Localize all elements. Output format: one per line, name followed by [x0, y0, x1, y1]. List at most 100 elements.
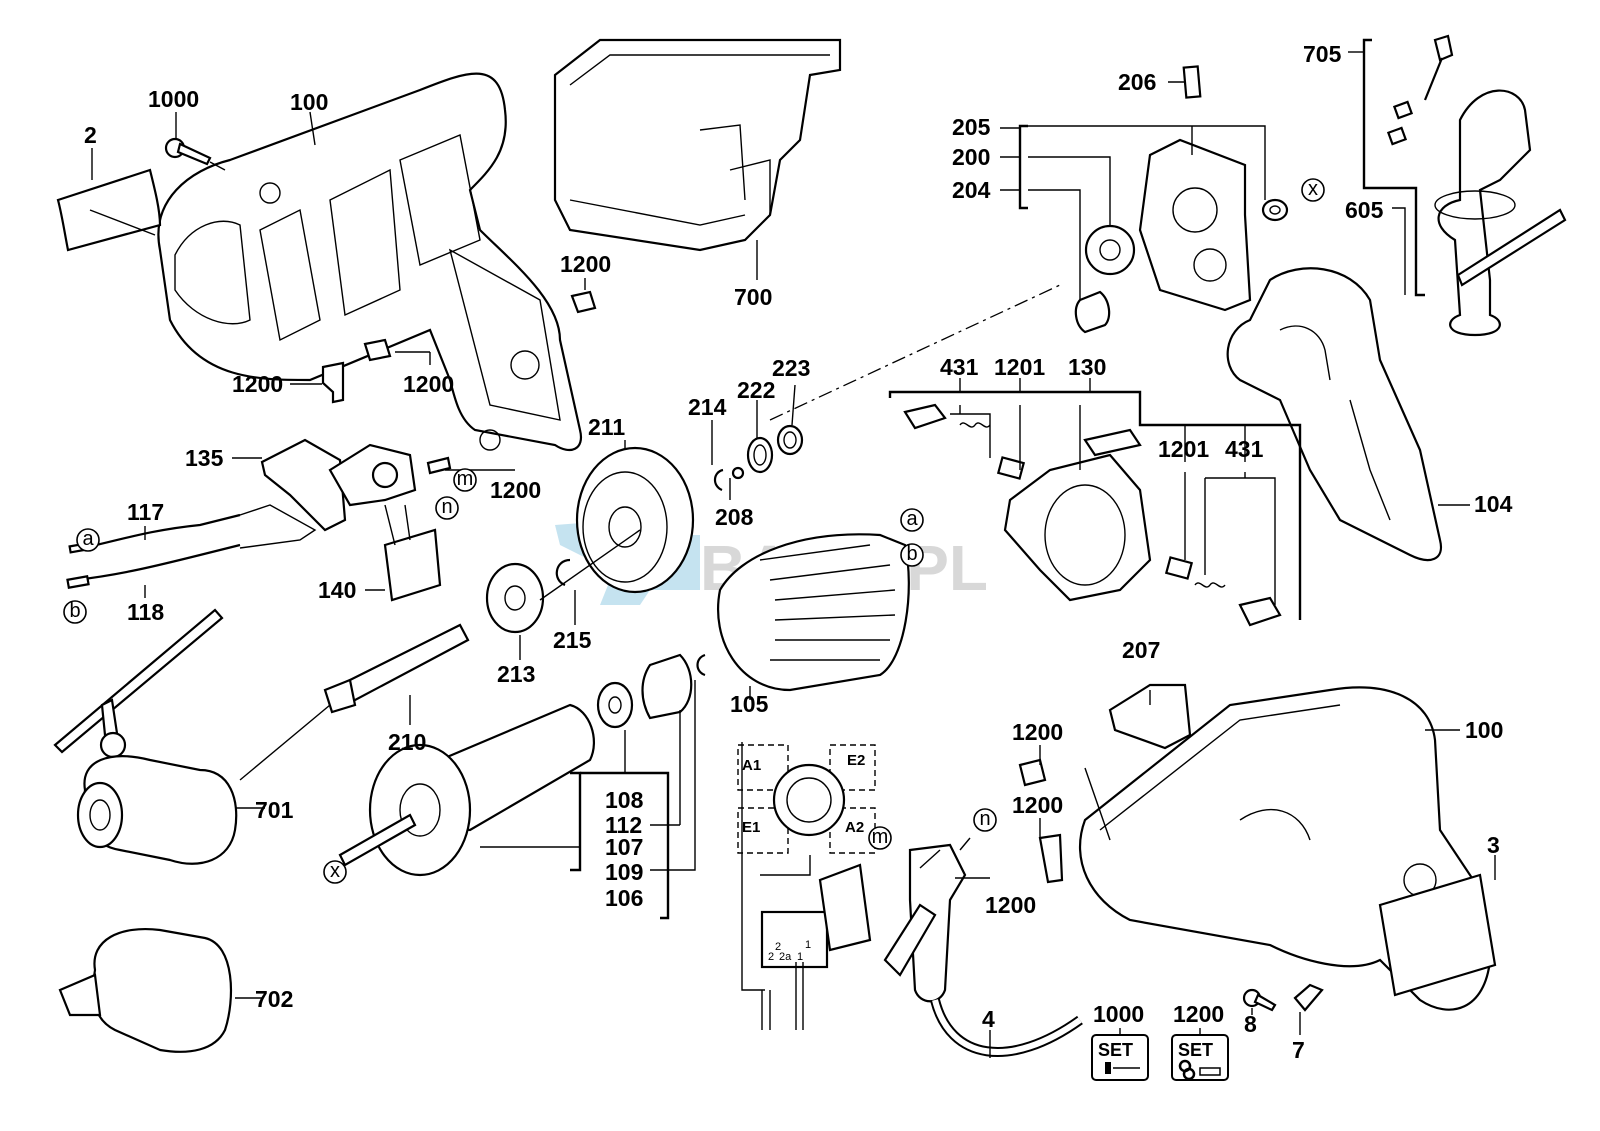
- label-part-702: 702: [255, 986, 293, 1012]
- marker-b-left: b: [63, 600, 87, 624]
- housing-half-top[interactable]: [157, 72, 583, 452]
- carbon-brush-1201-right[interactable]: [1164, 556, 1194, 580]
- svg-text:m: m: [872, 826, 889, 848]
- auxiliary-handle[interactable]: [1386, 34, 1532, 337]
- switch-cover-207[interactable]: [1108, 683, 1192, 750]
- terminal-2a: 2a: [779, 951, 792, 963]
- set-box-1200[interactable]: SET: [1171, 1034, 1229, 1081]
- label-part-211: 211: [588, 414, 625, 440]
- label-part-213: 213: [497, 661, 535, 687]
- pin-1200-right[interactable]: [570, 290, 597, 314]
- handle-half-104[interactable]: [1226, 267, 1443, 562]
- marker-x-top: x: [1301, 178, 1325, 202]
- power-cord-4[interactable]: [930, 998, 1083, 1057]
- label-part-210: 210: [388, 729, 426, 755]
- strain-relief[interactable]: [883, 843, 967, 1003]
- label-part-1201-a: 1201: [994, 354, 1045, 380]
- wiring-label-A2: A2: [845, 819, 864, 836]
- gear-housing-200[interactable]: [1138, 138, 1252, 312]
- screw-1200-switch[interactable]: [426, 456, 452, 475]
- capacitor-140[interactable]: [383, 504, 442, 602]
- spring-1201-right[interactable]: [1194, 582, 1226, 588]
- marker-a-left: a: [76, 528, 100, 552]
- brush-cap-431-right[interactable]: [1238, 596, 1282, 627]
- brush-holder-130[interactable]: [1003, 428, 1152, 602]
- field-stator-105[interactable]: [717, 533, 910, 692]
- label-part-112: 112: [605, 812, 642, 838]
- armature-107[interactable]: [338, 703, 595, 877]
- label-part-108: 108: [605, 787, 644, 813]
- needle-bearing[interactable]: [1074, 290, 1111, 334]
- washer-223[interactable]: [776, 424, 804, 456]
- keyed-chuck-701[interactable]: [76, 755, 238, 865]
- label-part-117: 117: [127, 499, 164, 525]
- clip-1200[interactable]: [321, 361, 345, 404]
- label-part-140: 140: [318, 577, 356, 603]
- switch-135[interactable]: [260, 438, 417, 532]
- brush-cap-431-left[interactable]: [903, 403, 947, 430]
- nameplate-3[interactable]: [1378, 873, 1497, 997]
- set-box-1200-text: SET: [1178, 1040, 1213, 1060]
- bearing-108[interactable]: [596, 681, 634, 729]
- svg-text:a: a: [906, 508, 918, 530]
- depth-stop-rod[interactable]: [1456, 208, 1567, 287]
- chuck-key[interactable]: [53, 608, 224, 759]
- label-part-1200-d: 1200: [490, 477, 541, 503]
- gear-204[interactable]: [1084, 224, 1136, 276]
- spindle-210[interactable]: [323, 623, 470, 714]
- label-part-215: 215: [553, 627, 592, 653]
- bearing-205[interactable]: [1261, 198, 1289, 222]
- gear-211[interactable]: [575, 446, 695, 594]
- bearing-213[interactable]: [485, 562, 545, 634]
- cable-118[interactable]: [66, 543, 241, 589]
- spring-1201-left[interactable]: [959, 422, 991, 428]
- clip-1200-bottom[interactable]: [1038, 833, 1064, 884]
- cable-clamp-7[interactable]: [1293, 983, 1324, 1012]
- label-part-200: 200: [952, 144, 990, 170]
- damper-112[interactable]: [641, 653, 693, 720]
- label-part-204: 204: [952, 177, 991, 203]
- svg-text:n: n: [441, 496, 452, 518]
- keyless-chuck-702[interactable]: [58, 928, 233, 1053]
- clip-206[interactable]: [1182, 65, 1202, 99]
- circlip-215[interactable]: [555, 558, 571, 587]
- marker-m-bottom: m: [868, 826, 892, 850]
- label-part-705: 705: [1303, 41, 1342, 67]
- screw-8[interactable]: [1242, 988, 1277, 1012]
- wiring-label-E2: E2: [847, 752, 865, 769]
- label-part-1200-a: 1200: [560, 251, 611, 277]
- label-part-7: 7: [1292, 1037, 1305, 1063]
- carbon-brush-1201-left[interactable]: [996, 456, 1026, 480]
- label-part-206: 206: [1118, 69, 1156, 95]
- carry-case[interactable]: [553, 38, 842, 252]
- spring-222[interactable]: [746, 436, 774, 474]
- set-box-1000[interactable]: SET: [1091, 1034, 1149, 1081]
- terminal-2-top: 2: [775, 941, 781, 953]
- label-part-1200-b: 1200: [232, 371, 283, 397]
- circlip-214[interactable]: [713, 468, 724, 492]
- label-part-701: 701: [255, 797, 294, 823]
- label-part-222: 222: [737, 377, 775, 403]
- svg-text:a: a: [82, 528, 94, 550]
- circlip-109[interactable]: [696, 653, 706, 677]
- ball-208[interactable]: [731, 466, 745, 480]
- marker-b-right: b: [900, 543, 924, 567]
- label-plate[interactable]: [56, 168, 162, 252]
- label-part-208: 208: [715, 504, 754, 530]
- label-part-1201-b: 1201: [1158, 436, 1209, 462]
- svg-text:n: n: [979, 808, 990, 830]
- screw-1000[interactable]: [164, 137, 226, 171]
- label-part-431-a: 431: [940, 354, 979, 380]
- label-part-605: 605: [1345, 197, 1384, 223]
- svg-text:b: b: [69, 600, 80, 622]
- label-part-1200-g: 1200: [985, 892, 1036, 918]
- label-part-700: 700: [734, 284, 772, 310]
- label-part-1200-f: 1200: [1012, 792, 1063, 818]
- pin-1200-bottom[interactable]: [1018, 758, 1047, 787]
- label-part-104: 104: [1474, 491, 1513, 517]
- marker-m-top: m: [453, 468, 477, 492]
- label-part-4: 4: [982, 1006, 995, 1032]
- pin-1200-left[interactable]: [363, 338, 392, 362]
- part-labels: 2 1000 100 1200 1200 1200 700 206 205 20…: [84, 41, 1513, 1063]
- label-part-105: 105: [730, 691, 769, 717]
